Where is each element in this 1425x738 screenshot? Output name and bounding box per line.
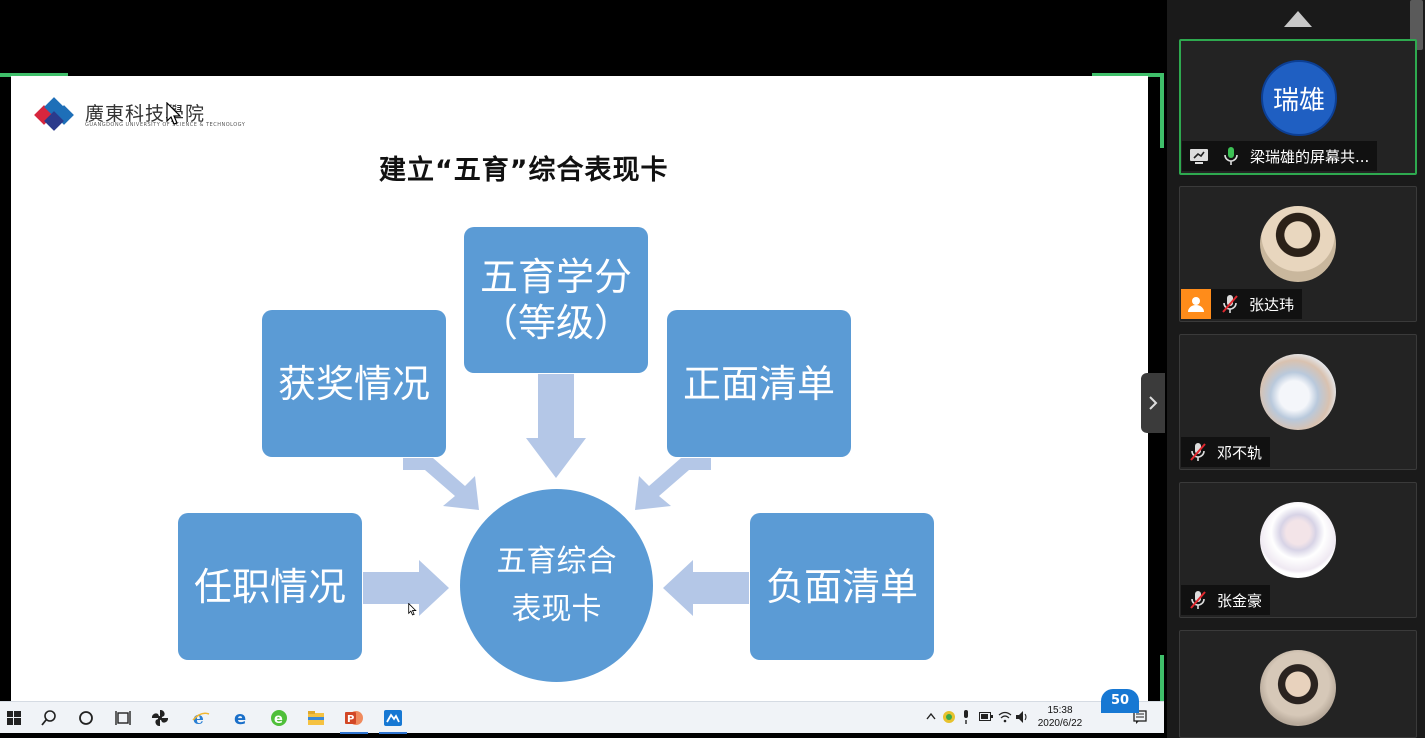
microphone-muted-icon[interactable] — [1185, 587, 1211, 613]
box-credits-line2: （等级） — [480, 300, 632, 346]
logo-text-cn: 廣東科技學院 — [85, 104, 205, 124]
avatar — [1260, 502, 1336, 578]
mouse-cursor-icon — [166, 102, 182, 126]
windows-taskbar: e e e P 15:38 2020/6/22 — [0, 701, 1164, 733]
user-icon — [1181, 289, 1211, 319]
wifi-icon[interactable] — [998, 710, 1012, 724]
box-credits-line1: 五育学分 — [480, 254, 632, 300]
presentation-slide: 廣東科技學院 GUANGDONG UNIVERSITY OF SCIENCE &… — [11, 76, 1148, 702]
chevron-up-icon[interactable] — [926, 712, 936, 720]
participant-name: 张金豪 — [1217, 590, 1262, 611]
search-icon[interactable] — [31, 702, 67, 734]
powerpoint-icon[interactable]: P — [336, 702, 372, 734]
participant-tile[interactable]: 瑞雄 梁瑞雄的屏幕共... — [1179, 39, 1417, 175]
participant-name: 邓不轨 — [1217, 442, 1262, 463]
box-awards: 获奖情况 — [262, 310, 446, 457]
participant-tile[interactable]: 张达玮 — [1179, 186, 1417, 322]
mouse-cursor-icon — [408, 603, 417, 616]
battery-icon[interactable] — [979, 712, 993, 721]
participant-tile[interactable] — [1179, 630, 1417, 738]
meeting-app-icon[interactable] — [375, 702, 411, 734]
center-line2: 表现卡 — [497, 586, 617, 634]
clock-time: 15:38 — [1030, 704, 1090, 717]
microphone-tray-icon[interactable] — [961, 710, 971, 724]
center-line1: 五育综合 — [497, 538, 617, 586]
fan-app-icon[interactable] — [142, 702, 178, 734]
tray-app-icon[interactable] — [942, 710, 956, 724]
arrow-right-icon — [363, 560, 449, 616]
microphone-muted-icon[interactable] — [1185, 439, 1211, 465]
scroll-up-icon[interactable] — [1284, 11, 1312, 27]
participant-name-bar: 邓不轨 — [1181, 437, 1270, 467]
edge-icon[interactable]: e — [224, 702, 260, 734]
volume-icon[interactable] — [1015, 710, 1029, 724]
center-circle: 五育综合 表现卡 — [460, 489, 653, 682]
task-view-icon[interactable] — [105, 702, 141, 734]
svg-text:P: P — [347, 714, 354, 725]
file-explorer-icon[interactable] — [298, 702, 334, 734]
edge-green-icon[interactable]: e — [261, 702, 297, 734]
participant-tile[interactable]: 张金豪 — [1179, 482, 1417, 618]
box-negative-list: 负面清单 — [750, 513, 934, 660]
microphone-muted-icon[interactable] — [1217, 291, 1243, 317]
slide-title: 建立“五育”综合表现卡 — [379, 148, 669, 187]
participant-name-bar: 张金豪 — [1181, 585, 1270, 615]
clock-date: 2020/6/22 — [1030, 717, 1090, 730]
box-positions: 任职情况 — [178, 513, 362, 660]
box-credits: 五育学分 （等级） — [464, 227, 648, 373]
share-border — [1160, 73, 1164, 148]
ie-icon[interactable]: e — [183, 702, 219, 734]
box-positive-list: 正面清单 — [667, 310, 851, 457]
arrow-down-icon — [526, 374, 586, 478]
avatar: 瑞雄 — [1261, 60, 1337, 136]
participant-name: 梁瑞雄的屏幕共... — [1250, 146, 1369, 167]
share-border — [1160, 655, 1164, 703]
cortana-icon[interactable] — [68, 702, 104, 734]
tray-clock[interactable]: 15:38 2020/6/22 — [1030, 704, 1090, 730]
page-number-badge: 50 — [1101, 689, 1139, 713]
avatar — [1260, 206, 1336, 282]
arrow-diagonal-right-icon — [403, 456, 483, 512]
arrow-diagonal-left-icon — [631, 456, 711, 512]
participant-tile[interactable]: 邓不轨 — [1179, 334, 1417, 470]
participant-name-bar: 张达玮 — [1181, 289, 1302, 319]
participant-name: 张达玮 — [1249, 294, 1294, 315]
microphone-icon[interactable] — [1218, 143, 1244, 169]
svg-text:e: e — [274, 712, 283, 727]
chevron-right-icon — [1148, 395, 1158, 411]
arrow-left-icon — [663, 560, 749, 616]
panel-collapse-button[interactable] — [1141, 373, 1165, 433]
avatar — [1260, 650, 1336, 726]
svg-text:e: e — [234, 709, 246, 727]
participant-name-bar: 梁瑞雄的屏幕共... — [1182, 141, 1377, 171]
logo-mark — [33, 96, 79, 132]
screen-share-icon — [1186, 143, 1212, 169]
avatar — [1260, 354, 1336, 430]
start-icon[interactable] — [0, 702, 32, 734]
